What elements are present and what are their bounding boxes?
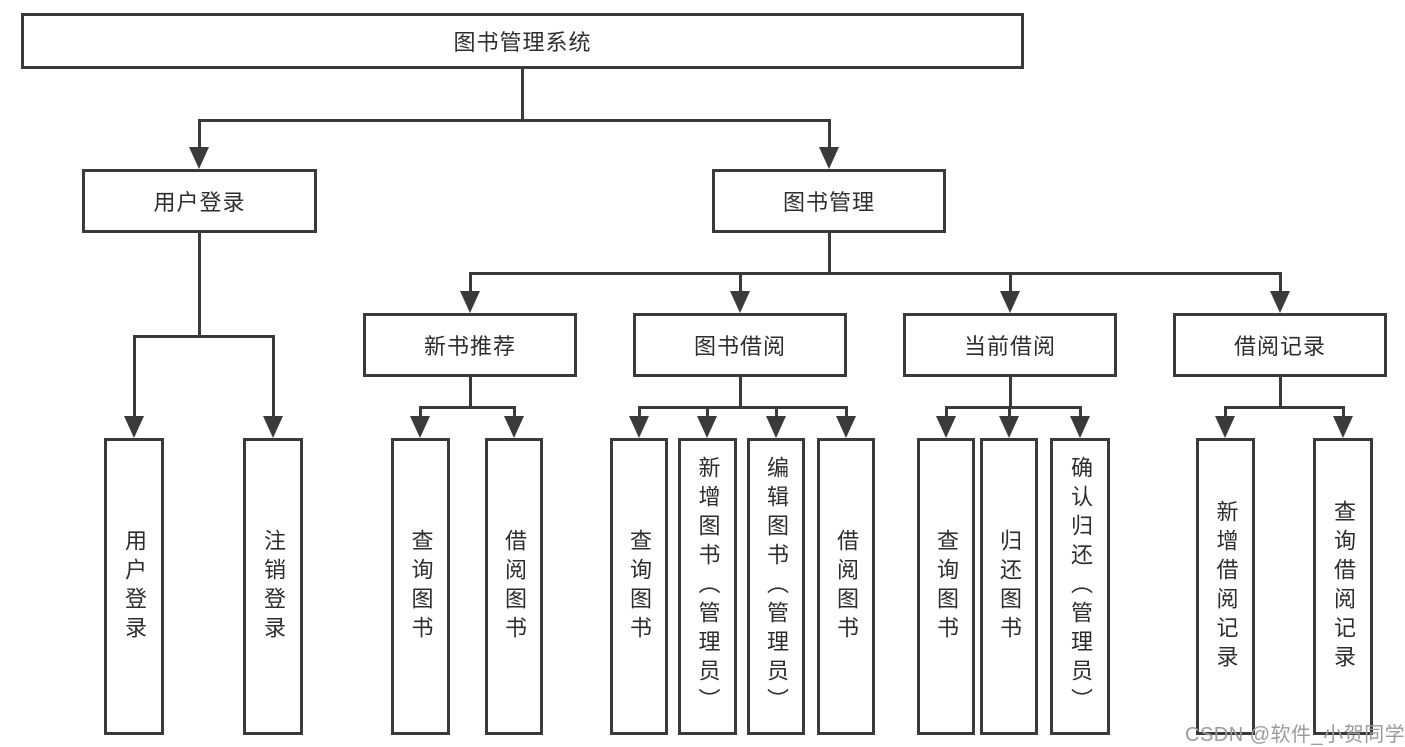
connector-borrow-record-stub xyxy=(1279,377,1282,409)
arrow-down-icon xyxy=(936,416,956,438)
arrow-down-icon xyxy=(1070,416,1090,438)
node-new-book-recommend: 新书推荐 xyxy=(363,313,577,377)
arrow-down-icon xyxy=(1000,291,1020,313)
connector-book-borrow-stub xyxy=(739,377,742,409)
node-label: 图书管理 xyxy=(782,190,875,215)
connector-arrow-shaft xyxy=(706,406,709,418)
connector-arrow-shaft xyxy=(775,406,778,418)
connector-arrow-shaft xyxy=(513,406,516,418)
node-label: 图书借阅 xyxy=(693,334,786,359)
connector-arrow-shaft xyxy=(638,406,641,418)
connector-arrow-shaft xyxy=(1009,272,1012,293)
node-borrow-record: 借阅记录 xyxy=(1173,313,1387,377)
connector-arrow-shaft xyxy=(1342,406,1345,418)
arrow-down-icon xyxy=(504,416,524,438)
arrow-down-icon xyxy=(410,416,430,438)
node-label: 用户登录 xyxy=(153,190,246,215)
arrow-down-icon xyxy=(1270,291,1290,313)
connector-arrow-shaft xyxy=(419,406,422,418)
connector-arrow-shaft xyxy=(739,272,742,293)
node-label: 借阅记录 xyxy=(1233,334,1326,359)
arrow-down-icon xyxy=(124,416,144,438)
arrow-down-icon xyxy=(263,416,283,438)
node-leaf-add-books-admin: 新增图书（管理员） xyxy=(678,438,737,735)
node-label: 新增借阅记录 xyxy=(1213,499,1239,674)
connector-new-book-rec-stub xyxy=(469,377,472,409)
node-leaf-borrow-books-rec: 借阅图书 xyxy=(485,438,543,735)
node-label: 查询图书 xyxy=(627,528,652,645)
connector-arrow-shaft xyxy=(1079,406,1082,418)
arrow-down-icon xyxy=(189,147,209,169)
connector-arrow-shaft xyxy=(845,406,848,418)
node-leaf-query-borrow-record: 查询借阅记录 xyxy=(1313,438,1373,735)
node-label: 注销登录 xyxy=(261,528,286,645)
arrow-down-icon xyxy=(999,416,1019,438)
connector-arrow-shaft xyxy=(469,272,472,293)
arrow-down-icon xyxy=(1215,416,1235,438)
connector-arrow-shaft xyxy=(828,119,831,149)
node-leaf-return-books: 归还图书 xyxy=(980,438,1038,735)
connector-arrow-shaft xyxy=(1008,406,1011,418)
connector-current-borrow-stub xyxy=(1009,377,1012,409)
node-label: 查询图书 xyxy=(408,528,434,645)
node-label: 新书推荐 xyxy=(423,334,516,359)
node-book-management: 图书管理 xyxy=(712,169,946,233)
arrow-down-icon xyxy=(629,416,649,438)
connector-arrow-shaft xyxy=(945,406,948,418)
node-library-management-system: 图书管理系统 xyxy=(21,13,1024,69)
arrow-down-icon xyxy=(1333,416,1353,438)
node-label: 编辑图书（管理员） xyxy=(764,456,789,717)
node-leaf-query-books-current: 查询图书 xyxy=(917,438,975,735)
node-user-login: 用户登录 xyxy=(82,169,317,233)
node-label: 借阅图书 xyxy=(502,528,527,645)
csdn-watermark: CSDN @软件_小贺同学 xyxy=(1185,724,1405,746)
connector-arrow-shaft xyxy=(272,335,275,418)
connector-book-mgmt-rail xyxy=(469,272,1282,275)
node-leaf-confirm-return-admin: 确认归还（管理员） xyxy=(1050,438,1110,735)
node-label: 借阅图书 xyxy=(834,528,859,645)
arrow-down-icon xyxy=(766,416,786,438)
arrow-down-icon xyxy=(836,416,856,438)
connector-root-stub xyxy=(521,69,524,122)
connector-user-login-rail xyxy=(133,335,275,338)
node-label: 用户登录 xyxy=(122,528,147,645)
connector-new-book-rec-rail xyxy=(419,406,516,409)
connector-arrow-shaft xyxy=(1279,272,1282,293)
node-label: 归还图书 xyxy=(997,528,1022,645)
connector-arrow-shaft xyxy=(133,335,136,418)
connector-user-login-stub xyxy=(198,233,201,338)
node-leaf-user-login: 用户登录 xyxy=(104,438,164,735)
node-leaf-borrow-books: 借阅图书 xyxy=(817,438,875,735)
node-label: 查询图书 xyxy=(934,528,959,645)
arrow-down-icon xyxy=(460,291,480,313)
node-leaf-query-books-borrow: 查询图书 xyxy=(610,438,668,735)
node-label: 图书管理系统 xyxy=(453,30,592,55)
arrow-down-icon xyxy=(819,147,839,169)
node-leaf-logout: 注销登录 xyxy=(243,438,303,735)
node-label: 查询借阅记录 xyxy=(1331,499,1356,674)
connector-current-borrow-rail xyxy=(945,406,1082,409)
node-label: 新增图书（管理员） xyxy=(695,456,721,717)
node-leaf-edit-books-admin: 编辑图书（管理员） xyxy=(747,438,805,735)
node-book-borrow: 图书借阅 xyxy=(633,313,847,377)
node-leaf-query-books-rec: 查询图书 xyxy=(391,438,450,735)
node-label: 确认归还（管理员） xyxy=(1068,456,1093,717)
arrow-down-icon xyxy=(730,291,750,313)
connector-book-mgmt-stub xyxy=(828,233,831,275)
connector-book-borrow-rail xyxy=(638,406,848,409)
node-leaf-add-borrow-record: 新增借阅记录 xyxy=(1196,438,1255,735)
node-current-borrow: 当前借阅 xyxy=(903,313,1117,377)
connector-borrow-record-rail xyxy=(1224,406,1345,409)
connector-arrow-shaft xyxy=(198,119,201,149)
arrow-down-icon xyxy=(697,416,717,438)
connector-root-rail xyxy=(198,119,831,122)
connector-arrow-shaft xyxy=(1224,406,1227,418)
node-label: 当前借阅 xyxy=(963,334,1056,359)
